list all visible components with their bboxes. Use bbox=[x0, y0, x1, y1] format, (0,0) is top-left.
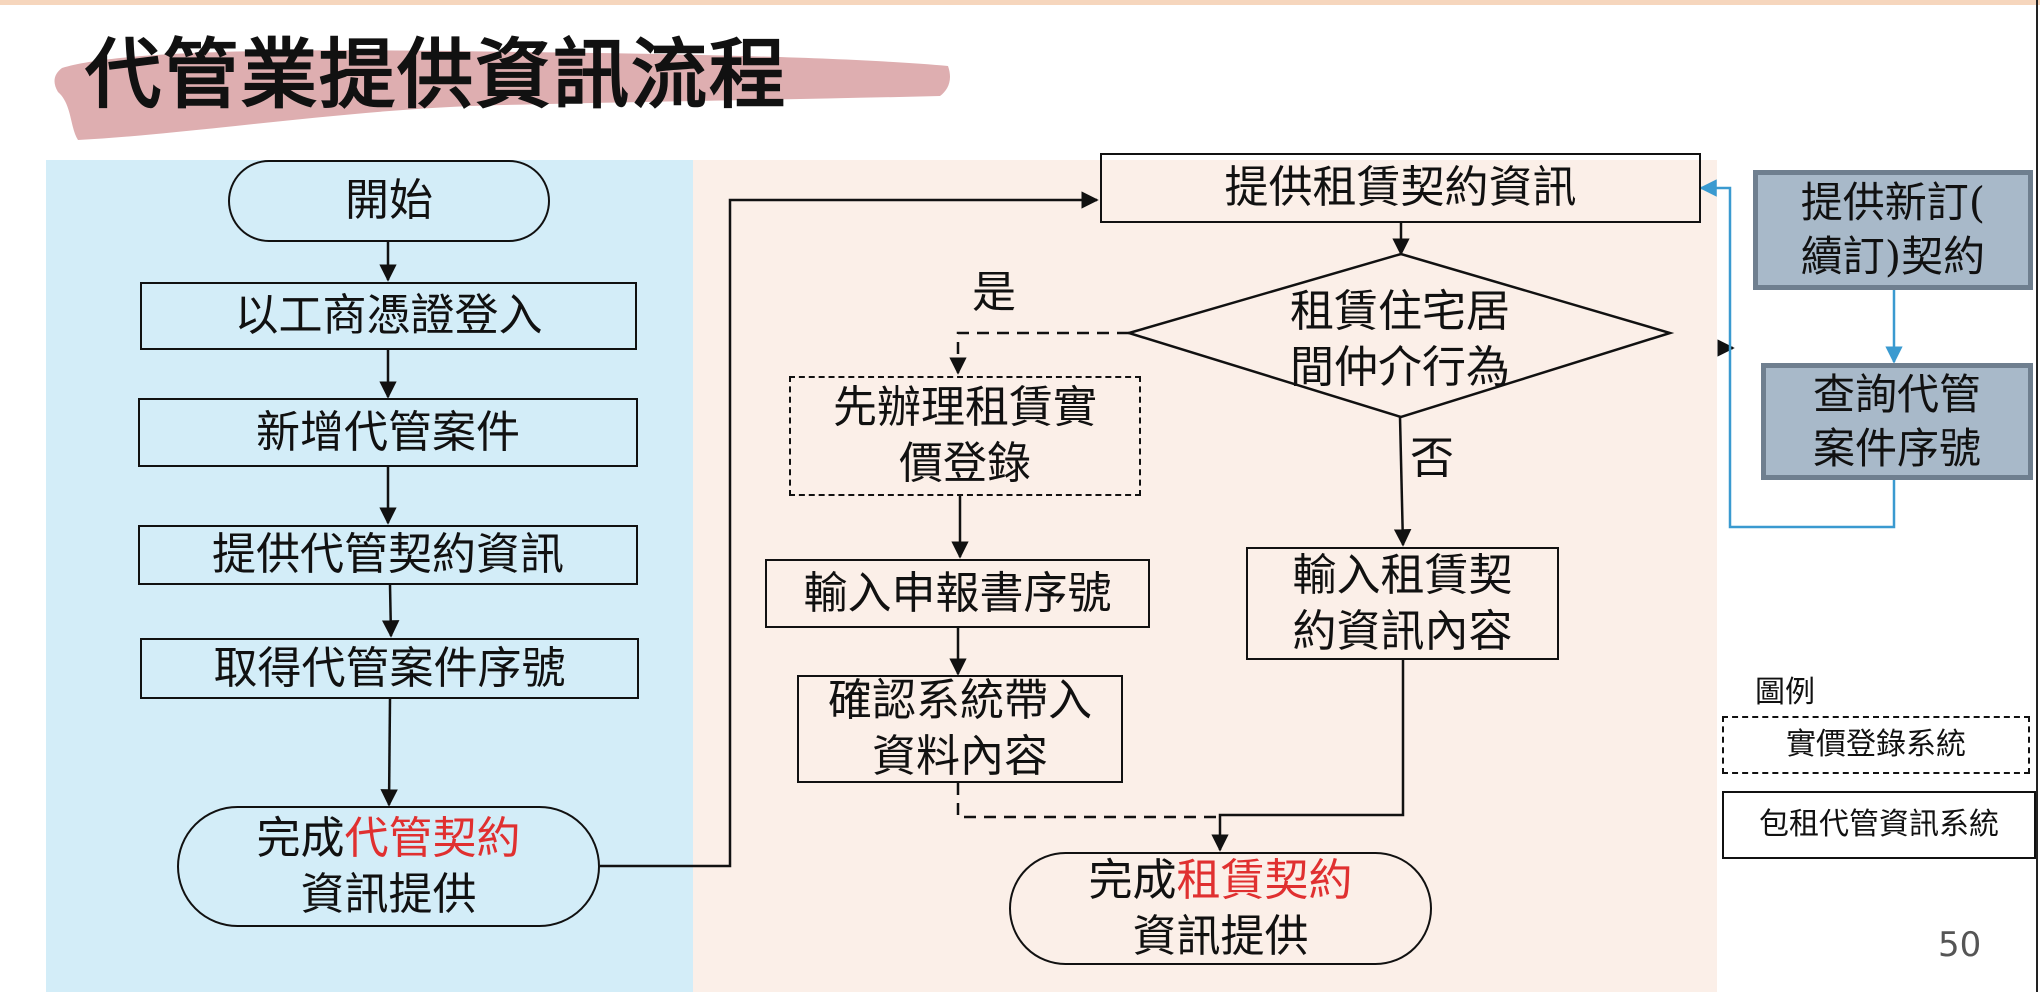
side-box1-line2: 續訂)契約 bbox=[1800, 232, 1986, 281]
arrow-left-end-to-top-step bbox=[600, 191, 1099, 868]
step-enter-lease-line2: 約資訊內容 bbox=[1292, 605, 1513, 657]
step-enter-report-serial: 輸入申報書序號 bbox=[765, 559, 1150, 628]
decision-text: 租賃住宅居 間仲介行為 bbox=[1240, 284, 1560, 396]
step-provide-management-contract: 提供代管契約資訊 bbox=[138, 525, 638, 585]
end-right-suffix: 資訊提供 bbox=[1132, 910, 1309, 962]
end-left-highlight: 代管契約 bbox=[344, 812, 521, 864]
slide-title: 代管業提供資訊流程 bbox=[85, 30, 787, 119]
step-get-case-serial-label: 取得代管案件序號 bbox=[213, 642, 566, 694]
legend-item-management-system: 包租代管資訊系統 bbox=[1722, 791, 2036, 859]
decision-diamond bbox=[1124, 252, 1675, 419]
step-confirm-line2: 資料內容 bbox=[872, 731, 1048, 782]
end-right-prefix: 完成 bbox=[1088, 854, 1177, 906]
legend-item-management-system-label: 包租代管資訊系統 bbox=[1759, 807, 1999, 842]
no-label: 否 bbox=[1410, 433, 1454, 484]
step-enter-lease-line1: 輸入租賃契 bbox=[1292, 549, 1513, 601]
start-label: 開始 bbox=[345, 175, 433, 226]
side-box2-line1: 查詢代管 bbox=[1812, 369, 1981, 419]
top-accent-bar bbox=[0, 0, 2040, 5]
arrow-no-branch-to-end bbox=[1211, 660, 1405, 852]
step-login-label: 以工商憑證登入 bbox=[234, 290, 543, 341]
step-new-case: 新增代管案件 bbox=[138, 398, 638, 467]
step-provide-management-contract-label: 提供代管契約資訊 bbox=[212, 529, 564, 580]
step-get-case-serial: 取得代管案件序號 bbox=[140, 638, 639, 699]
step-pre-register-line1: 先辦理租賃實 bbox=[833, 382, 1097, 433]
right-edge-border bbox=[2036, 0, 2038, 992]
step-enter-lease-contract: 輸入租賃契 約資訊內容 bbox=[1246, 547, 1559, 660]
arrow-side-box2-to-top-step bbox=[1699, 179, 1896, 529]
side-box-new-contract: 提供新訂( 續訂)契約 bbox=[1753, 170, 2033, 290]
side-box-query-serial: 查詢代管 案件序號 bbox=[1761, 363, 2033, 480]
arrow-provide-to-serial bbox=[381, 584, 400, 638]
legend-item-price-registration-label: 實價登錄系統 bbox=[1786, 727, 1966, 762]
decision-line1: 租賃住宅居 bbox=[1290, 286, 1510, 337]
step-confirm-line1: 確認系統帶入 bbox=[828, 675, 1092, 726]
yes-label: 是 bbox=[972, 267, 1016, 318]
step-pre-register-line2: 價登錄 bbox=[899, 438, 1031, 489]
side-box1-line1: 提供新訂( bbox=[1800, 178, 1986, 227]
step-provide-lease-contract: 提供租賃契約資訊 bbox=[1100, 153, 1701, 223]
page-number: 50 bbox=[1938, 925, 1982, 965]
end-terminal-left: 完成代管契約 資訊提供 bbox=[177, 806, 600, 927]
end-left-prefix: 完成 bbox=[256, 812, 345, 864]
step-pre-register-price: 先辦理租賃實 價登錄 bbox=[789, 376, 1141, 496]
step-login: 以工商憑證登入 bbox=[140, 282, 637, 350]
step-provide-lease-contract-label: 提供租賃契約資訊 bbox=[1224, 162, 1577, 213]
legend-item-price-registration: 實價登錄系統 bbox=[1722, 716, 2030, 774]
step-new-case-label: 新增代管案件 bbox=[256, 406, 520, 458]
decision-line2: 間仲介行為 bbox=[1290, 342, 1510, 393]
side-box2-line2: 案件序號 bbox=[1812, 423, 1981, 473]
arrow-serial-to-end bbox=[380, 698, 398, 807]
arrow-decision-yes bbox=[949, 331, 1129, 375]
end-left-suffix: 資訊提供 bbox=[300, 868, 477, 920]
end-right-highlight: 租賃契約 bbox=[1176, 854, 1353, 906]
step-enter-report-serial-label: 輸入申報書序號 bbox=[803, 567, 1112, 619]
connector-confirm-to-merge bbox=[956, 783, 1220, 819]
start-terminal: 開始 bbox=[228, 160, 550, 242]
arrow-decision-no bbox=[1393, 416, 1412, 547]
legend-title: 圖例 bbox=[1755, 675, 1815, 710]
end-terminal-right: 完成租賃契約 資訊提供 bbox=[1009, 852, 1432, 965]
title-brush-stroke bbox=[54, 50, 951, 140]
step-confirm-system-data: 確認系統帶入 資料內容 bbox=[797, 675, 1123, 783]
